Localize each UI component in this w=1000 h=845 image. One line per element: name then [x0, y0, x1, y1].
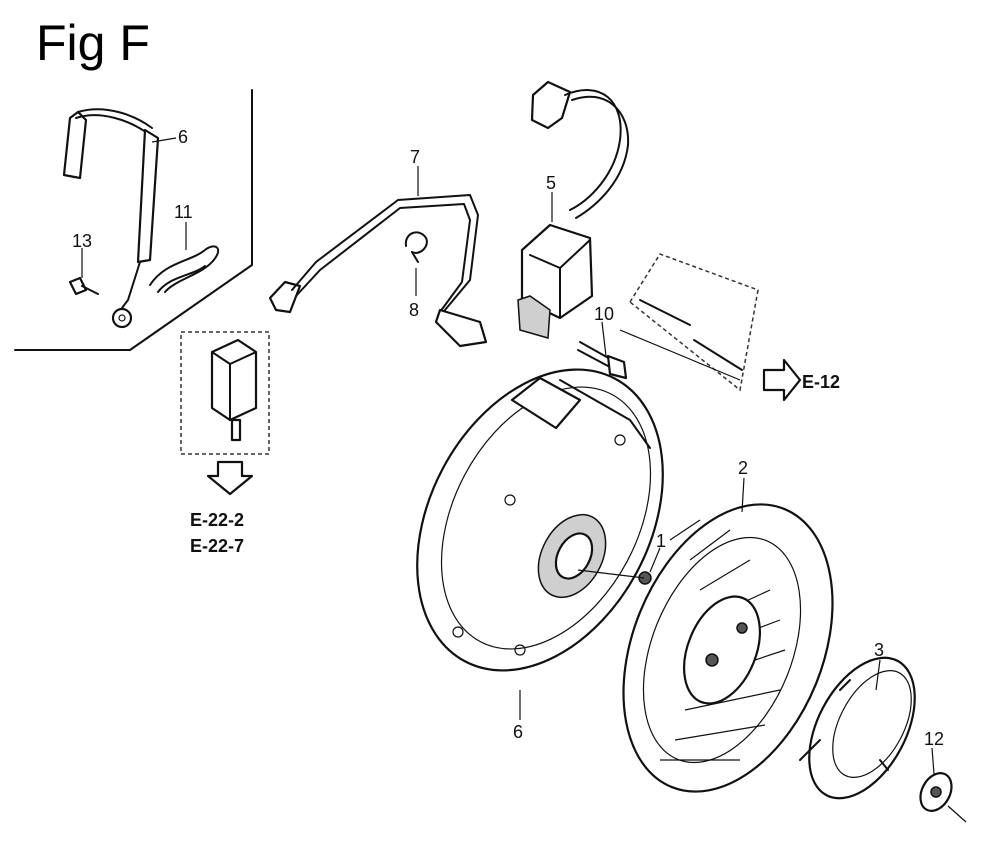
callout-6: 6 [513, 722, 523, 742]
part-bolt-13 [68, 276, 99, 296]
figure-title: Fig F [36, 15, 150, 71]
ref-e-22-2: E-22-2 [190, 510, 244, 530]
leader-lines [81, 137, 967, 823]
hollow-arrow-right-icon [762, 358, 802, 402]
part-clamp-9 [404, 231, 428, 263]
part-nut-12 [919, 772, 953, 812]
callout-2: 2 [738, 458, 748, 478]
callout-8: 7 [410, 147, 420, 167]
part-flywheel [622, 503, 834, 793]
inset-border [14, 89, 253, 351]
part-starter-cup [799, 656, 916, 800]
callout-3: 3 [874, 640, 884, 660]
part-stop-wire [268, 194, 488, 348]
part-ignition-coil [517, 80, 630, 339]
part-bolt-kit [629, 253, 802, 402]
part-clip-10 [149, 245, 220, 293]
callout-12: 12 [924, 729, 944, 749]
callout-11: 10 [594, 304, 614, 324]
part-fan-shroud [416, 368, 664, 672]
part-ground-wire [62, 108, 160, 329]
hollow-arrow-down-icon [206, 460, 254, 496]
callout-10: 11 [174, 202, 193, 222]
part-ignition-unit [180, 331, 270, 496]
callout-7: 6 [178, 127, 188, 147]
callout-1: 1 [656, 531, 666, 551]
part-bolt-11 [577, 341, 628, 380]
part-washer-1 [638, 571, 652, 585]
callout-13: 13 [72, 231, 92, 251]
ref-e-22-7: E-22-7 [190, 536, 244, 556]
ref-e-12: E-12 [802, 372, 840, 392]
callout-9: 8 [409, 300, 419, 320]
callout-5: 5 [546, 173, 556, 193]
